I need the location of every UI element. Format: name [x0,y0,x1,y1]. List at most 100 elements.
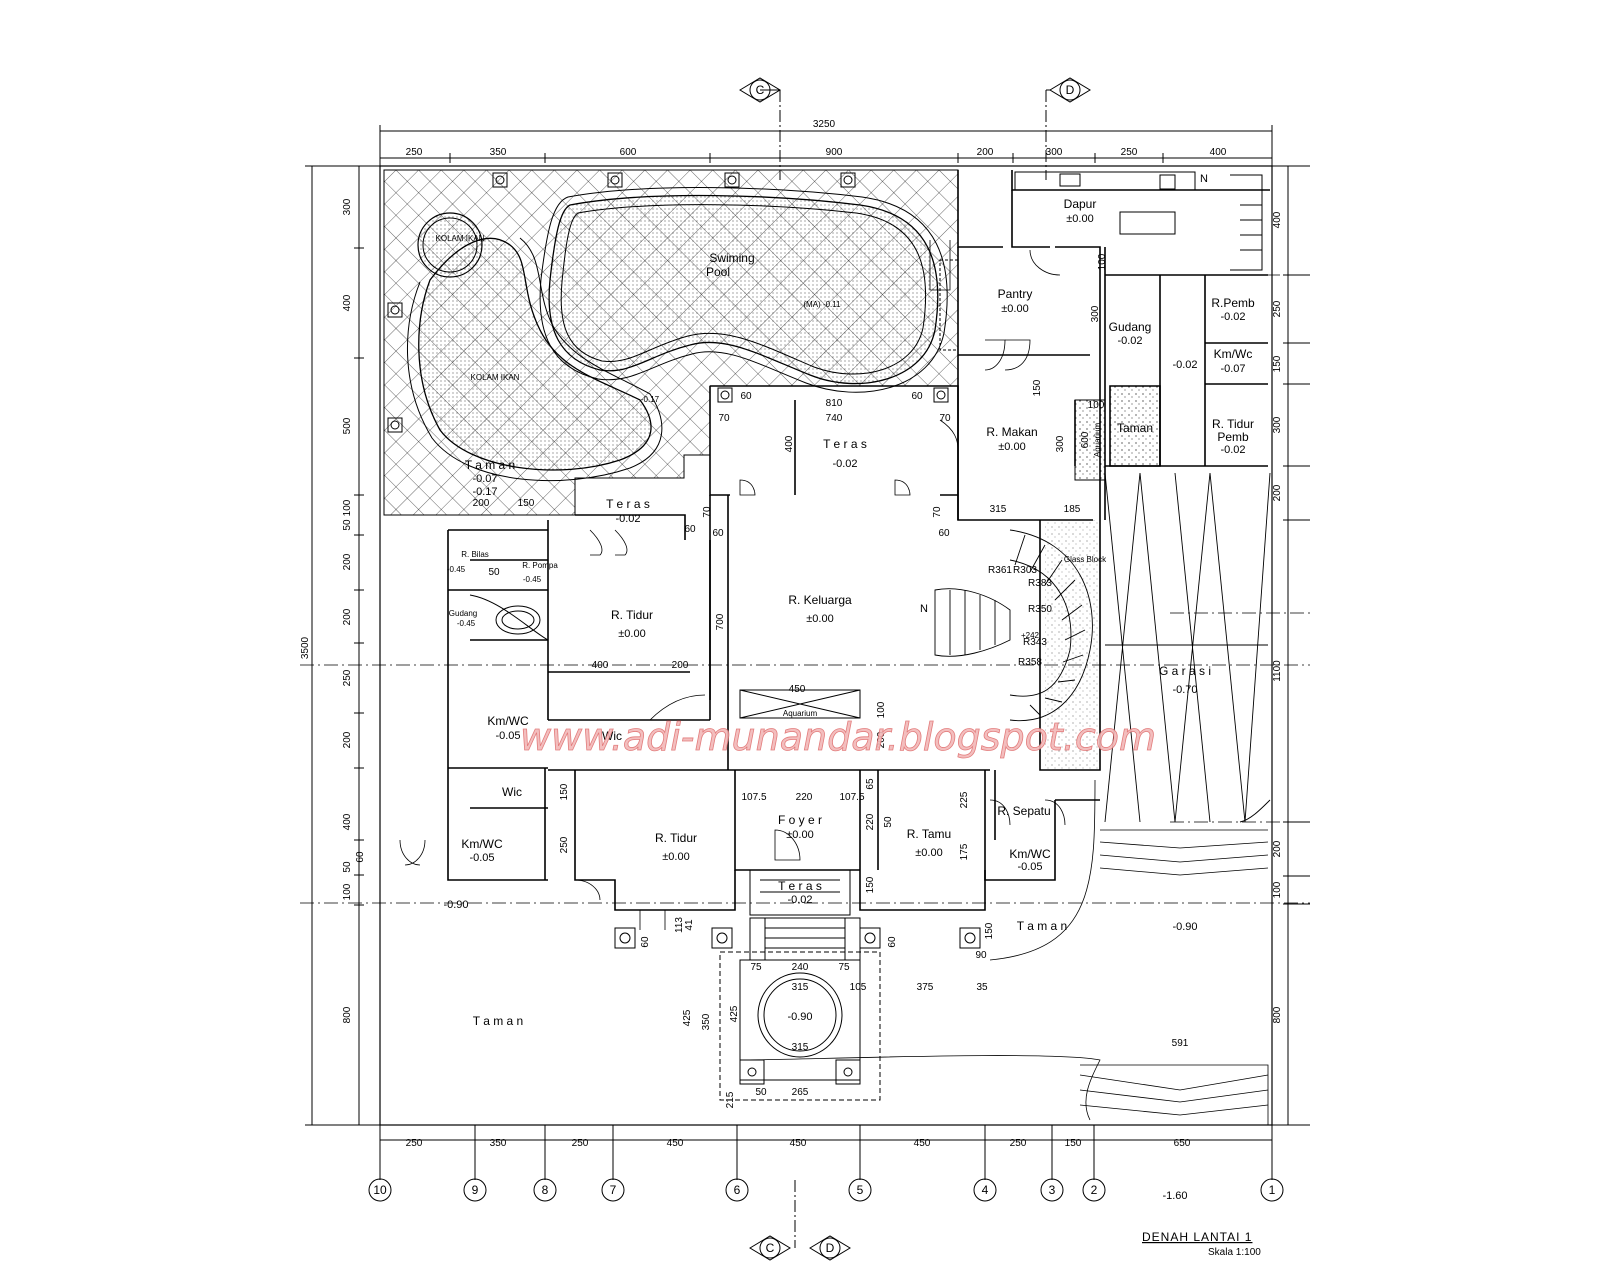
level-kmwc3: -0.05 [1017,861,1042,873]
level-rkeluarga: ±0.00 [806,613,833,625]
svg-text:60: 60 [911,391,923,402]
axis-5: 5 [857,1183,864,1197]
bathtub [495,605,541,635]
glass-block-label: Glass Block [1064,555,1107,564]
svg-text:100: 100 [1097,253,1108,270]
room-taman-top: T a m a n [465,458,515,472]
svg-text:60: 60 [712,528,724,539]
drawing-title: DENAH LANTAI 1 [1142,1230,1252,1244]
svg-text:450: 450 [789,684,806,695]
dim-bottom-5: 450 [790,1138,807,1149]
level-rtidurpemb: -0.02 [1220,444,1245,456]
svg-text:265: 265 [792,1087,809,1098]
room-kmwc1: Km/WC [487,714,529,728]
level-teras1: -0.02 [832,458,857,470]
room-rsepatu: R. Sepatu [997,804,1050,818]
grid-lines [300,274,1310,904]
svg-text:75: 75 [750,962,762,973]
svg-text:50: 50 [342,519,353,531]
svg-text:400: 400 [1272,211,1283,228]
svg-text:315: 315 [792,982,809,993]
level-gudang: -0.02 [1117,335,1142,347]
axis-6: 6 [734,1183,741,1197]
axis-3: 3 [1049,1183,1056,1197]
svg-text:60: 60 [740,391,752,402]
svg-text:220: 220 [865,813,876,830]
svg-text:800: 800 [1272,1006,1283,1023]
svg-text:R383: R383 [1028,578,1052,589]
room-rtidur1: R. Tidur [611,608,653,622]
dim-bottom-9: 650 [1174,1138,1191,1149]
svg-text:300: 300 [342,198,353,215]
svg-text:90: 90 [975,950,987,961]
svg-text:225: 225 [959,791,970,808]
level-kmwc2: -0.05 [469,852,494,864]
stair-level: +242 [1021,631,1040,640]
dim-top-7: 250 [1121,147,1138,158]
svg-text:700: 700 [715,613,726,630]
svg-text:107.5: 107.5 [741,792,766,803]
aquarium [739,689,861,719]
left-dim-labels: 300 400 500 50 100 200 200 250 200 400 5… [342,198,366,1023]
dim-top-4: 900 [826,147,843,158]
room-foyer: F o y e r [778,813,822,827]
level-garasi: -0.70 [1172,684,1197,696]
dimension-right [1260,165,1310,1126]
svg-text:400: 400 [342,813,353,830]
level-gudang2: -0.45 [457,619,476,628]
svg-text:150: 150 [984,922,995,939]
dim-top-8: 400 [1210,147,1227,158]
room-gudang2: Gudang [449,609,477,618]
right-dim-labels: 400 250 150 300 200 1100 200 100 800 [1272,211,1283,1023]
level-pantry: ±0.00 [1001,303,1028,315]
svg-text:315: 315 [792,1042,809,1053]
level-taman-top: -0.07 [472,473,497,485]
svg-text:150: 150 [518,498,535,509]
svg-text:591: 591 [1172,1038,1189,1049]
svg-text:200: 200 [473,498,490,509]
level-kmwc-top: -0.07 [1220,363,1245,375]
room-rtamu: R. Tamu [907,827,951,841]
dim-top-5: 200 [977,147,994,158]
svg-text:100: 100 [342,883,353,900]
dimension-left [305,165,380,1126]
axis-2: 2 [1091,1183,1098,1197]
svg-text:R358: R358 [1018,657,1042,668]
watermark: www.adi-munandar.blogspot.com [520,715,1156,759]
svg-text:175: 175 [959,843,970,860]
room-garasi: G a r a s i [1159,664,1211,678]
svg-text:100: 100 [1088,400,1105,411]
dim-bottom-3: 250 [572,1138,589,1149]
kolam-ikan-1: KOLAM IKAN [436,234,485,243]
svg-text:400: 400 [592,660,609,671]
svg-text:200: 200 [672,660,689,671]
room-taman-bl: T a m a n [473,1014,523,1028]
fish-pond [418,237,652,471]
level-road: -1.60 [1162,1190,1187,1202]
level-foyer: ±0.00 [786,829,813,841]
dim-bottom-2: 350 [490,1138,507,1149]
svg-text:70: 70 [718,413,730,424]
room-rmakan: R. Makan [986,425,1037,439]
svg-text:150: 150 [559,783,570,800]
svg-text:50: 50 [342,861,353,873]
pool-deck-level: -0.17 [641,395,660,404]
section-d-bottom: D [826,1241,835,1255]
svg-text:50: 50 [755,1087,767,1098]
room-kmwc2: Km/WC [461,837,503,851]
svg-text:315: 315 [990,504,1007,515]
svg-text:200: 200 [342,608,353,625]
dim-top-3: 600 [620,147,637,158]
room-teras1: T e r a s [823,437,867,451]
aquarium-label-2: Aquarium [1093,423,1102,458]
garage-pattern [1104,472,1271,823]
site-boundary [379,165,1273,1126]
kolam-ikan-2: KOLAM IKAN [471,373,520,382]
north-mark-stair: N [920,603,928,615]
svg-text:800: 800 [342,1006,353,1023]
svg-text:400: 400 [784,435,795,452]
svg-text:105: 105 [850,982,867,993]
svg-text:200: 200 [1272,840,1283,857]
room-kmwc-top: Km/Wc [1214,347,1253,361]
